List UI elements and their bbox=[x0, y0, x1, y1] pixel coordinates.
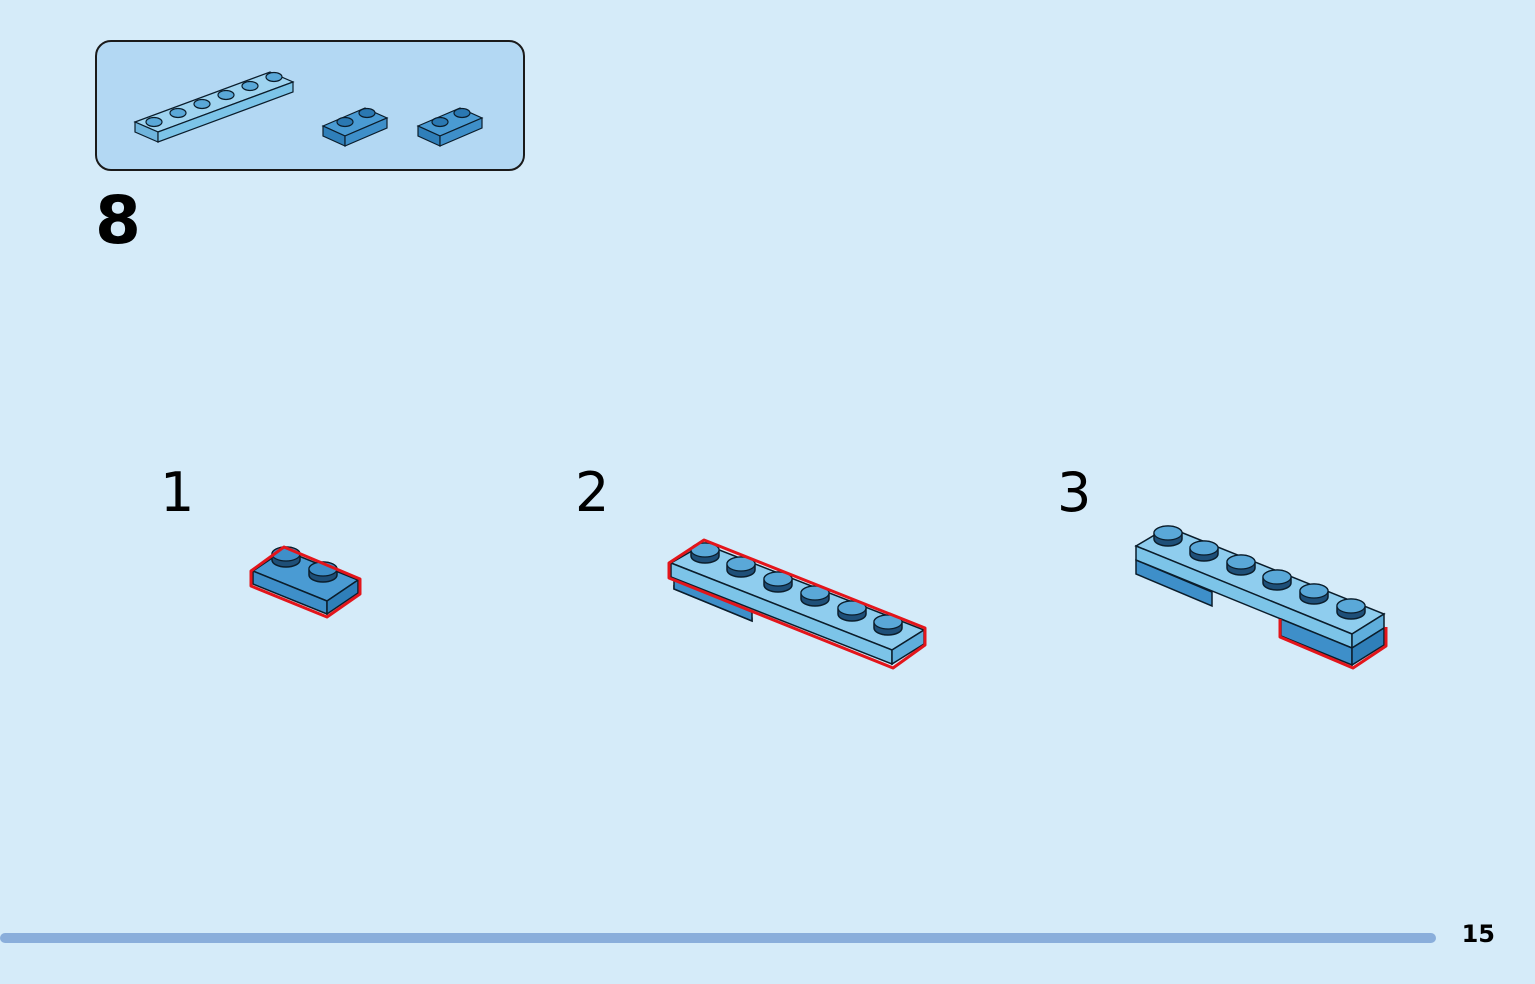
part-plate-1x2-a bbox=[321, 107, 389, 147]
substep-2-illustration bbox=[667, 538, 927, 670]
part-plate-1x6 bbox=[133, 71, 295, 143]
substep-number-1: 1 bbox=[160, 461, 195, 524]
parts-illustration bbox=[133, 71, 484, 147]
progress-bar bbox=[0, 933, 1436, 943]
highlight-outline bbox=[667, 538, 927, 670]
part-plate-1x2-b bbox=[416, 107, 484, 147]
highlight-outline bbox=[249, 545, 362, 619]
substep-3-illustration bbox=[1134, 525, 1388, 670]
substep-number-3: 3 bbox=[1057, 461, 1092, 524]
highlight-outline bbox=[1278, 619, 1388, 670]
substep-number-2: 2 bbox=[575, 461, 610, 524]
step-number: 8 bbox=[95, 182, 141, 259]
page-number: 15 bbox=[1461, 920, 1495, 948]
substep-1-illustration bbox=[249, 545, 362, 619]
parts-callout bbox=[95, 40, 525, 171]
